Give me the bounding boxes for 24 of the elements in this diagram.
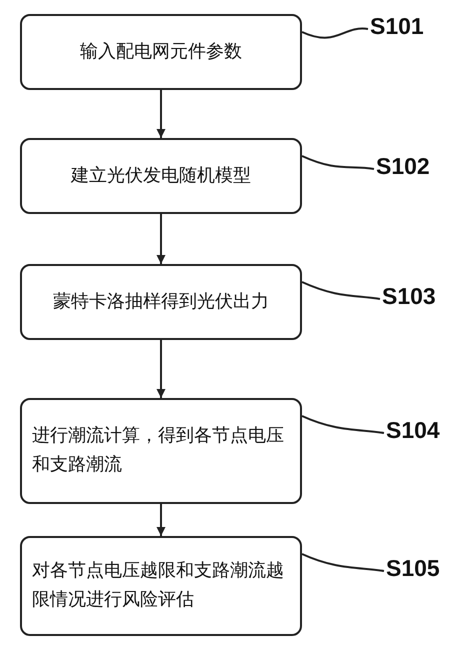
step-text: 进行潮流计算，得到各节点电压和支路潮流 (32, 424, 285, 477)
leader-line (302, 28, 368, 39)
step-text: 对各节点电压越限和支路潮流越限情况进行风险评估 (32, 559, 285, 612)
leader-line (302, 415, 384, 434)
step-label: S101 (370, 13, 440, 40)
arrow (156, 340, 166, 398)
leader-line (302, 553, 384, 572)
arrow (156, 90, 166, 138)
step-label: S105 (386, 555, 456, 582)
step-text: 蒙特卡洛抽样得到光伏出力 (53, 290, 269, 314)
step-text: 建立光伏发电随机模型 (71, 164, 251, 188)
step-text: 输入配电网元件参数 (80, 40, 242, 64)
leader-line (302, 281, 380, 300)
step-label: S104 (386, 417, 456, 444)
arrow (156, 214, 166, 264)
process-box (20, 536, 302, 636)
process-box (20, 264, 302, 340)
step-label: S103 (382, 283, 452, 310)
step-label: S102 (376, 153, 446, 180)
leader-line (302, 155, 374, 170)
process-box (20, 398, 302, 504)
process-box (20, 14, 302, 90)
process-box (20, 138, 302, 214)
arrow (156, 504, 166, 536)
